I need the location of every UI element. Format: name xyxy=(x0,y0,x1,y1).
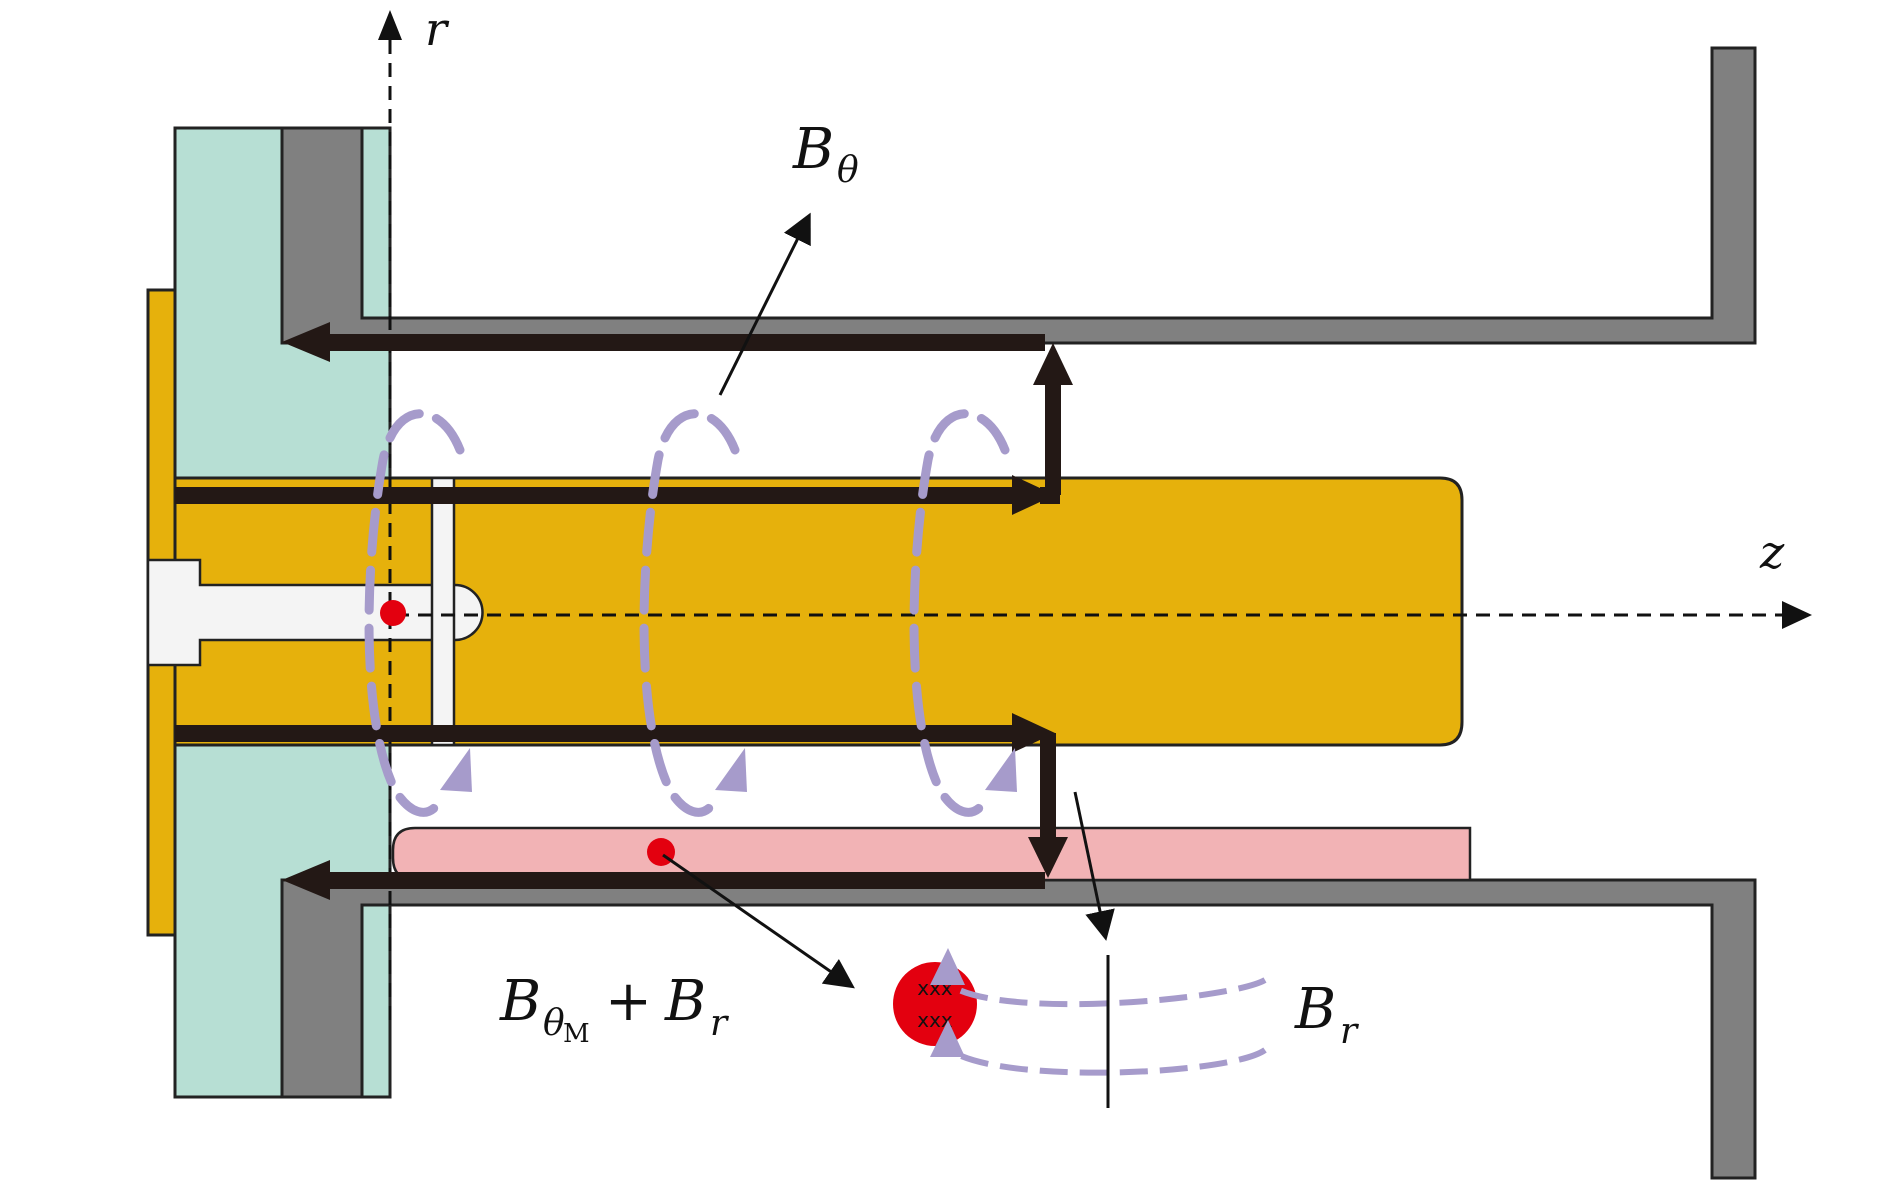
b-r-field-lines xyxy=(948,977,1267,1076)
b-theta-loops xyxy=(364,409,1010,817)
svg-text:r: r xyxy=(1340,1011,1359,1052)
r-axis-arrowhead xyxy=(378,10,402,40)
b-theta-m-plus-b-r-label: B θ M + B r xyxy=(499,969,729,1049)
anode-housing-lower xyxy=(280,878,1757,1180)
z-axis-arrowhead xyxy=(1782,601,1812,629)
anode-housing-upper xyxy=(280,46,1757,345)
current-filament xyxy=(893,962,977,1046)
svg-text:B: B xyxy=(664,969,706,1034)
svg-text:θ: θ xyxy=(837,150,859,191)
b-theta-loop-arrowheads xyxy=(440,748,1017,792)
feed-channel xyxy=(430,476,456,747)
svg-text:B: B xyxy=(792,117,834,182)
marker-dot-axis xyxy=(380,600,406,626)
b-r-label: B r xyxy=(1294,977,1359,1052)
b-theta-label: B θ xyxy=(792,117,859,191)
b-r-field-arrowheads xyxy=(930,948,965,1057)
cathode-body xyxy=(173,476,1464,747)
b-theta-m-pointer xyxy=(662,853,855,989)
svg-text:M: M xyxy=(563,1019,590,1049)
b-r-pointer xyxy=(1073,791,1115,941)
svg-text:B: B xyxy=(499,969,541,1034)
svg-text:+: + xyxy=(605,969,652,1034)
current-paths xyxy=(175,322,1073,900)
svg-text:B: B xyxy=(1294,977,1336,1042)
r-axis-label: r xyxy=(425,2,450,56)
svg-text:θ: θ xyxy=(543,1003,565,1044)
z-axis-label: z xyxy=(1759,525,1785,579)
svg-text:r: r xyxy=(710,1003,729,1044)
b-theta-pointer xyxy=(718,212,811,396)
